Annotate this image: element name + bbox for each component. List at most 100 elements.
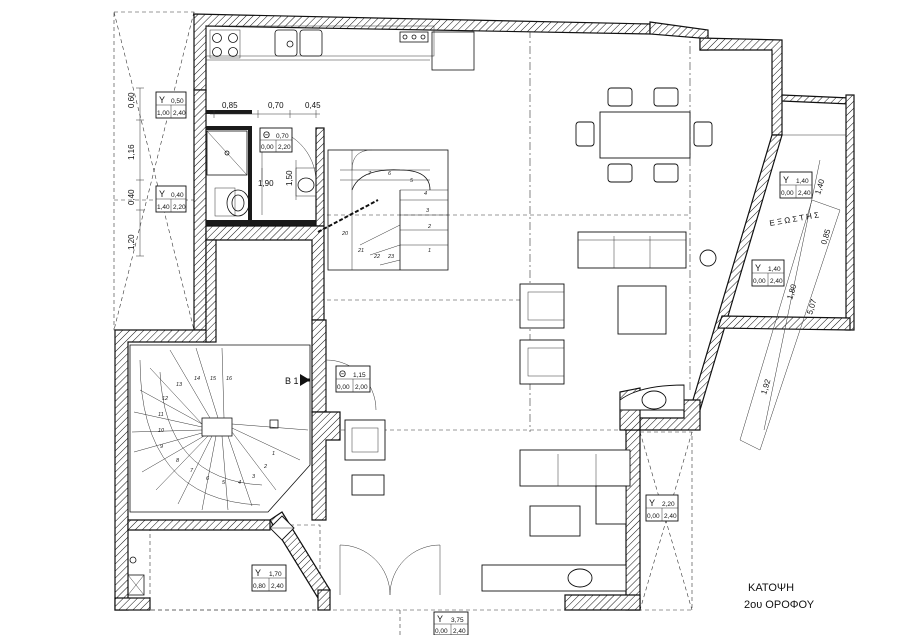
opening-height: 2,40: [798, 190, 811, 197]
stair-step-label: 2: [263, 464, 267, 470]
opening-width: 0,70: [276, 133, 289, 140]
dimension-label: 0,60: [127, 92, 136, 108]
opening-letter: Θ: [263, 130, 270, 140]
stair-step-label: 7: [190, 468, 194, 474]
stair-step-label: 6: [388, 171, 392, 177]
stair-step-label: 13: [176, 382, 183, 388]
stair-step-label: 2: [427, 224, 431, 230]
opening-tag: Υ 1,40 0,00 2,40: [751, 259, 785, 287]
opening-sill: 1,40: [157, 204, 170, 211]
opening-sill: 1,00: [157, 110, 170, 117]
opening-height: 2,40: [770, 278, 783, 285]
opening-letter: Υ: [649, 498, 655, 508]
stair-step-label: 5: [410, 178, 414, 184]
opening-width: 0,50: [171, 98, 184, 105]
stair-step-label: 1: [272, 451, 275, 457]
stair-step-label: 10: [158, 428, 165, 434]
drawing-title: ΚΑΤΟΨΗ: [748, 582, 794, 594]
stair-step-label: 4: [424, 191, 427, 197]
opening-tag: Υ 1,40 0,00 2,40: [779, 171, 813, 199]
entry-marker: Β 1: [285, 376, 299, 386]
dimension-label: 1,90: [258, 179, 274, 188]
kitchen-counter: [205, 25, 475, 71]
stair-step-label: 3: [252, 474, 256, 480]
opening-width: 1,15: [353, 372, 366, 379]
opening-width: 3,75: [451, 617, 464, 624]
opening-height: 2,20: [278, 144, 291, 151]
opening-letter: Θ: [339, 369, 346, 379]
dimension-label: 0,70: [268, 101, 284, 110]
stair-step-label: 12: [162, 396, 168, 402]
opening-sill: 0,00: [337, 384, 350, 391]
stair-step-label: 3: [426, 208, 430, 214]
dimension-label: 1,92: [759, 378, 772, 396]
opening-height: 2,40: [173, 110, 186, 117]
opening-letter: Υ: [255, 568, 261, 578]
dimension-label: 0,85: [819, 228, 832, 246]
opening-height: 2,40: [453, 628, 466, 635]
opening-sill: 0,00: [435, 628, 448, 635]
doors: [269, 359, 441, 596]
opening-tag: Υ 0,50 1,00 2,40: [155, 91, 187, 119]
opening-letter: Υ: [159, 189, 165, 199]
dimension-label: 1,50: [285, 170, 294, 186]
dining-table: [575, 87, 713, 183]
opening-letter: Υ: [159, 95, 165, 105]
stair-step-label: 4: [238, 480, 241, 486]
opening-tag: Υ 3,75 0,00 2,40: [433, 611, 469, 635]
stair-step-label: 8: [176, 458, 180, 464]
dimension-label: 1,40: [813, 178, 826, 196]
stair-step-label: 20: [341, 231, 349, 237]
opening-width: 0,40: [171, 192, 184, 199]
opening-sill: 0,00: [647, 513, 660, 520]
opening-letter: Υ: [783, 175, 789, 185]
stair-step-label: 5: [222, 480, 226, 486]
opening-tag: Θ 1,15 0,00 2,00: [335, 365, 371, 393]
bathroom-fixtures: [206, 127, 317, 217]
opening-tag: Υ 0,40 1,40 2,20: [155, 185, 187, 213]
spiral-stair: 1 2 3 4 5 6 7 8 9 10 11 12 13 14 15 16: [127, 344, 311, 596]
stair-step-label: 22: [373, 254, 380, 260]
living-furniture: [344, 231, 717, 592]
dimension-label: 1,16: [127, 144, 136, 160]
opening-height: 2,20: [173, 204, 186, 211]
opening-sill: 0,00: [753, 278, 766, 285]
dimension-lines: [136, 87, 821, 431]
balcony: [717, 94, 855, 451]
stair-step-label: 7: [368, 171, 372, 177]
stair-step-label: 6: [206, 476, 210, 482]
upper-stair: 7 6 5 4 3 2 1 20 21 22 23: [317, 149, 449, 271]
opening-letter: Υ: [437, 614, 443, 624]
opening-sill: 0,80: [253, 583, 266, 590]
dimension-label: 5,07: [805, 298, 818, 316]
opening-tag: Υ 2,20 0,00 2,40: [645, 494, 679, 522]
dimension-label: 0,40: [127, 189, 136, 205]
opening-letter: Υ: [755, 263, 761, 273]
dimension-label: 0,85: [222, 101, 238, 110]
stair-step-label: 1: [428, 248, 431, 254]
opening-tag: Υ 1,70 0,80 2,40: [251, 564, 287, 592]
interior-walls: [127, 110, 341, 611]
stair-step-label: 11: [158, 412, 164, 418]
opening-tag: Θ 0,70 0,00 2,20: [259, 127, 293, 153]
opening-width: 2,20: [662, 501, 675, 508]
opening-height: 2,40: [664, 513, 677, 520]
stair-step-label: 16: [226, 376, 233, 382]
dimension-label: 1,80: [785, 283, 798, 301]
opening-sill: 0,00: [781, 190, 794, 197]
opening-width: 1,70: [269, 571, 282, 578]
stair-step-label: 14: [194, 376, 200, 382]
stair-step-label: 23: [387, 254, 395, 260]
dimension-label: 1,20: [127, 234, 136, 250]
balcony-label: Ε Ξ Ω Σ Τ Η Σ: [769, 210, 820, 228]
stair-step-label: 9: [160, 444, 163, 450]
dimension-label: 0,45: [305, 101, 321, 110]
stair-step-label: 21: [357, 248, 364, 254]
stair-step-label: 15: [210, 376, 217, 382]
opening-height: 2,00: [355, 384, 368, 391]
drawing-subtitle: 2ου ΟΡΟΦΟΥ: [744, 599, 815, 611]
opening-sill: 0,00: [261, 144, 274, 151]
exterior-walls: [114, 13, 783, 611]
opening-height: 2,40: [271, 583, 284, 590]
